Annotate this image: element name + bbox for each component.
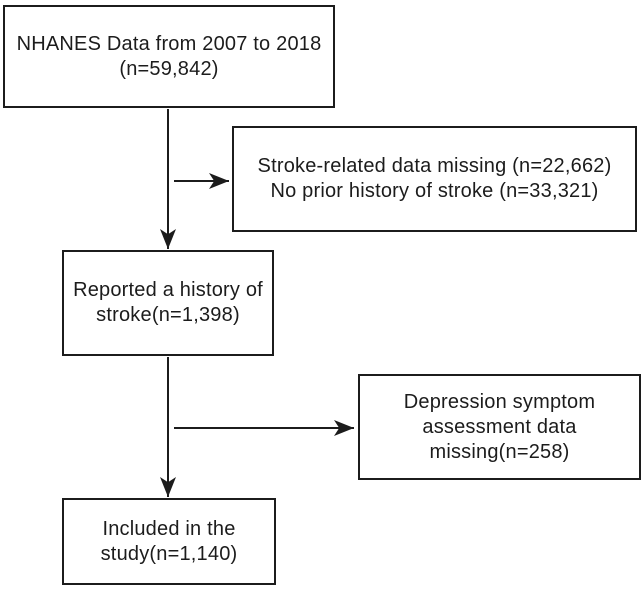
box-included-in-study: Included in the study(n=1,140) (62, 498, 276, 585)
box-depression-missing-line-2: assessment data (422, 415, 577, 438)
box-stroke-exclusions: Stroke-related data missing (n=22,662) N… (232, 126, 637, 232)
box-stroke-exclusions-line-1: Stroke-related data missing (n=22,662) (257, 155, 612, 177)
box-nhanes-line-2: (n=59,842) (119, 57, 219, 80)
box-nhanes-data: NHANES Data from 2007 to 2018 (n=59,842) (3, 5, 335, 108)
box-reported-history-line-1: Reported a history of (73, 279, 263, 301)
box-reported-history: Reported a history of stroke(n=1,398) (62, 250, 274, 356)
box-included-line-1: Included in the (102, 517, 236, 540)
box-reported-history-line-2: stroke(n=1,398) (96, 304, 240, 326)
box-nhanes-line-1: NHANES Data from 2007 to 2018 (16, 32, 322, 55)
box-depression-missing-line-1: Depression symptom (403, 390, 596, 413)
box-included-line-2: study(n=1,140) (100, 542, 238, 565)
box-depression-assessment-missing: Depression symptom assessment data missi… (358, 374, 641, 480)
box-stroke-exclusions-line-2: No prior history of stroke (n=33,321) (270, 180, 599, 202)
box-depression-missing-line-3: missing(n=258) (429, 440, 570, 463)
